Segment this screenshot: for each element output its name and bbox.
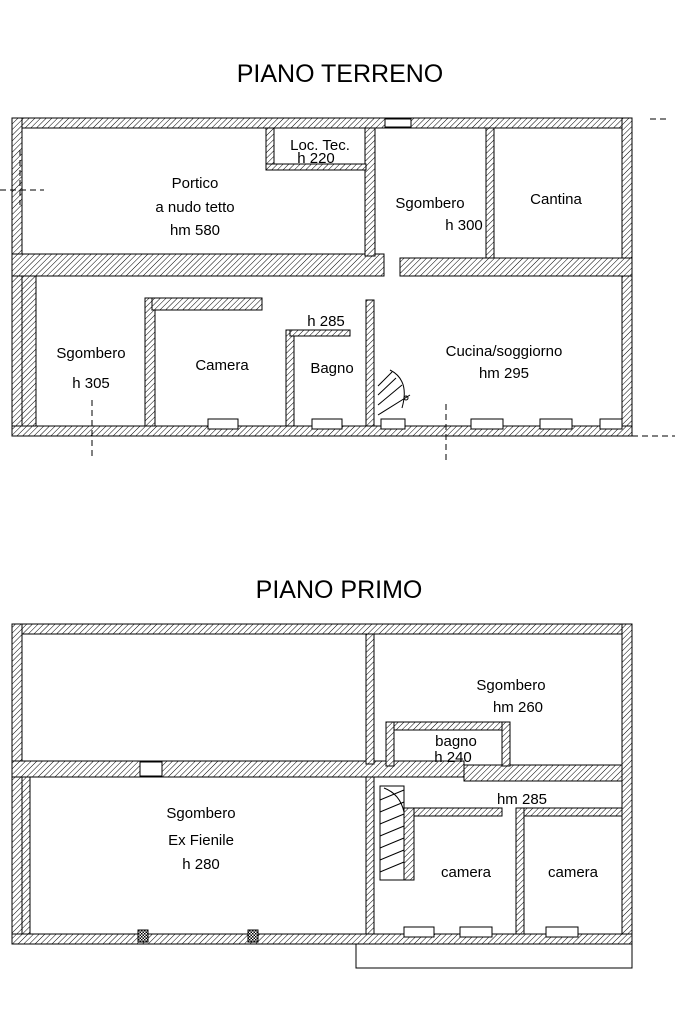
cucina-name: Cucina/soggiorno [446,343,563,360]
sgombero-2-name: Sgombero [56,345,125,362]
ff-camera-1-name: camera [441,864,492,881]
sgombero-2-height: h 305 [72,375,110,392]
first-floor-room-labels: Sgombero hm 260 bagno h 240 hm 285 Sgomb… [166,677,598,881]
ground-floor-windows [207,118,623,430]
ff-bagno-height: h 240 [434,749,472,766]
first-floor-balcony [355,944,633,969]
first-floor-walls [11,623,633,945]
first-floor-staircase [379,785,405,881]
sgombero-1-name: Sgombero [395,195,464,212]
ff-sgombero-1-height: hm 260 [493,699,543,716]
ff-sgombero-2-name: Sgombero [166,805,235,822]
cucina-height: hm 295 [479,365,529,382]
ground-floor-title: PIANO TERRENO [237,60,444,88]
portico-line2: a nudo tetto [155,199,234,216]
first-floor-pillars [137,929,259,943]
ground-floor-walls [11,117,633,437]
ground-floor-plan: PIANO TERRENO [0,60,675,462]
first-floor-windows [139,761,579,938]
ground-floor-room-labels: Portico a nudo tetto hm 580 Loc. Tec. h … [56,137,582,392]
ground-floor-staircase [377,369,411,416]
sgombero-1-height: h 300 [445,217,483,234]
cantina-name: Cantina [530,191,582,208]
loc-tec-height: h 220 [297,150,335,167]
first-floor-title: PIANO PRIMO [256,576,423,604]
portico-name: Portico [172,175,219,192]
loc-tec-name: Loc. Tec. [290,137,350,154]
bagno-name: Bagno [310,360,353,377]
ff-corridor-height: hm 285 [497,791,547,808]
bagno-height: h 285 [307,313,345,330]
camera-name: Camera [195,357,249,374]
ground-floor-axis-lines [0,118,675,462]
portico-height: hm 580 [170,222,220,239]
ff-camera-2-name: camera [548,864,599,881]
ff-sgombero-1-name: Sgombero [476,677,545,694]
ff-sgombero-2-height: h 280 [182,856,220,873]
first-floor-plan: PIANO PRIMO [11,576,633,969]
ff-bagno-name: bagno [435,733,477,750]
ff-sgombero-2-line2: Ex Fienile [168,832,234,849]
